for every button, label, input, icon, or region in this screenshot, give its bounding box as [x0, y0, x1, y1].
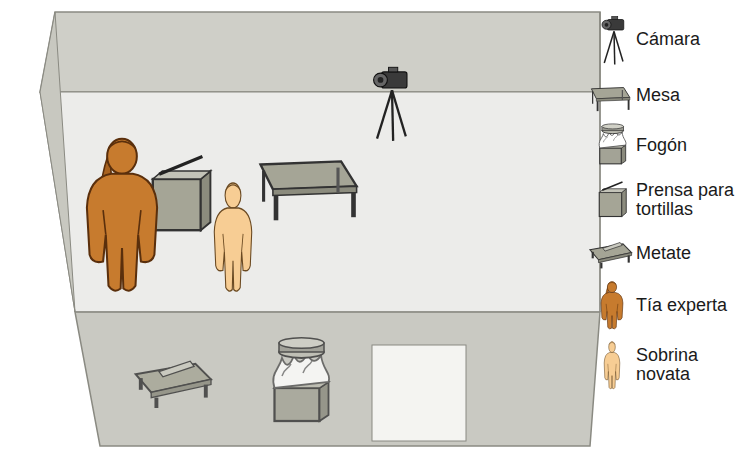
floor	[40, 92, 600, 312]
legend-label: Mesa	[636, 86, 736, 105]
niece-figure	[214, 183, 251, 291]
front-wall	[75, 312, 600, 446]
legend-label: Metate	[636, 244, 736, 263]
legend-label: Prensa para tortillas	[636, 181, 736, 220]
camera-on-tripod	[374, 67, 407, 141]
legend-label: Cámara	[636, 30, 736, 49]
table	[261, 161, 357, 220]
legend-metate-icon	[590, 242, 632, 268]
metate	[136, 361, 211, 408]
legend-stove-icon	[599, 124, 626, 164]
stove	[273, 338, 329, 421]
legend-press-icon	[599, 182, 626, 217]
aunt-figure	[87, 139, 157, 291]
legend-label: Sobrina novata	[636, 346, 736, 385]
legend-niece-icon	[604, 342, 620, 389]
back-wall	[40, 12, 600, 92]
left-wall	[40, 12, 75, 312]
door	[372, 345, 466, 441]
legend-aunt-icon	[601, 282, 623, 329]
legend-table-icon	[591, 88, 629, 112]
tortilla-press	[153, 157, 211, 231]
legend-label: Fogón	[636, 136, 736, 155]
legend-label: Tía experta	[636, 296, 736, 315]
legend-camera-icon	[602, 17, 624, 65]
